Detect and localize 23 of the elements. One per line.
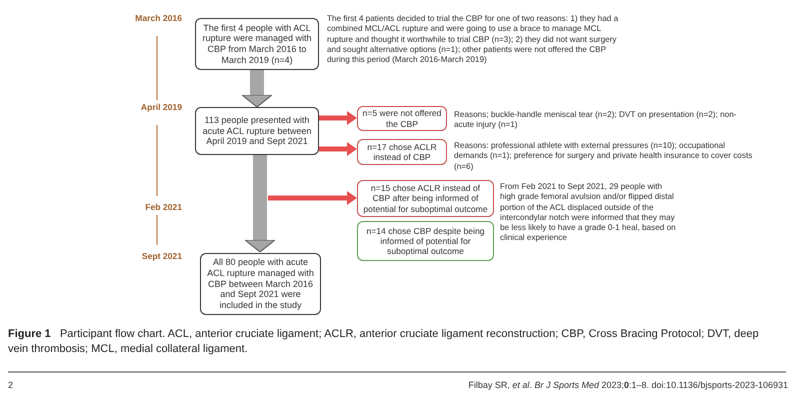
arrow [319,142,357,156]
process-box: The first 4 people with ACL rupture were managed with CBP from March 2016 to March 2019 (n=4) [195,18,319,70]
process-box: n=17 chose ACLR instead of CBP [357,139,447,165]
timeline-date: March 2016 [134,13,182,23]
note-text: From Feb 2021 to Sept 2021, 29 people with high grade femoral avulsion and/or flipped distal portion of the ACL displaced outside of the intercondylar notch were informed that they may be less likely to have a grade 0-1 heal, based on clinical experience [500,182,677,244]
timeline-date: Feb 2021 [144,202,182,212]
timeline-date: April 2019 [140,102,182,112]
arrow [319,111,357,125]
arrow [242,70,272,108]
note-text: Reasons: professional athlete with external pressures (n=10); occupational demands (n=1); preference for surgery and private health insurance to cover costs (n=6) [454,141,754,172]
process-box: 113 people presented with acute ACL rupture between April 2019 and Sept 2021 [195,107,319,155]
note-text: The first 4 patients decided to trial the CBP for one of two reasons: 1) they had a combined MCL/ACL rupture and were going to use a brace to manage MCL rupture and thought it worthwhile to trial CBP (n=3); 2) they did not want surgery and sought alternative options (n=1); other patients were not offered the CBP during this period (March 2016-March 2019) [327,14,620,66]
process-box: n=15 chose ACLR instead of CBP after being informed of potential for suboptimal outcome [357,180,494,217]
arrow [244,155,276,252]
note-text: Reasons; buckle-handle meniscal tear (n=2); DVT on presentation (n=2); non-acute injury (n=1) [454,110,738,130]
process-box: n=5 were not offered the CBP [357,106,447,131]
process-box: n=14 chose CBP despite being informed of potential for suboptimal outcome [357,221,494,261]
figure-caption: Figure 1 Participant flow chart. ACL, anterior cruciate ligament; ACLR, anterior cruciate ligament reconstruction; CBP, Cross Bracing Protocol; DVT, deep vein thrombosis; MCL, medial collateral ligament. [8,327,760,357]
arrow [268,191,357,205]
process-box: All 80 people with acute ACL rupture managed with CBP between March 2016 and Sept 2021 were included in the study [200,253,321,315]
page-number: 2 [8,380,14,390]
citation-text: Filbay SR, et al. Br J Sports Med 2023;0:1–8. doi:10.1136/bjsports-2023-106931 [467,380,788,390]
timeline-date: Sept 2021 [140,251,182,261]
